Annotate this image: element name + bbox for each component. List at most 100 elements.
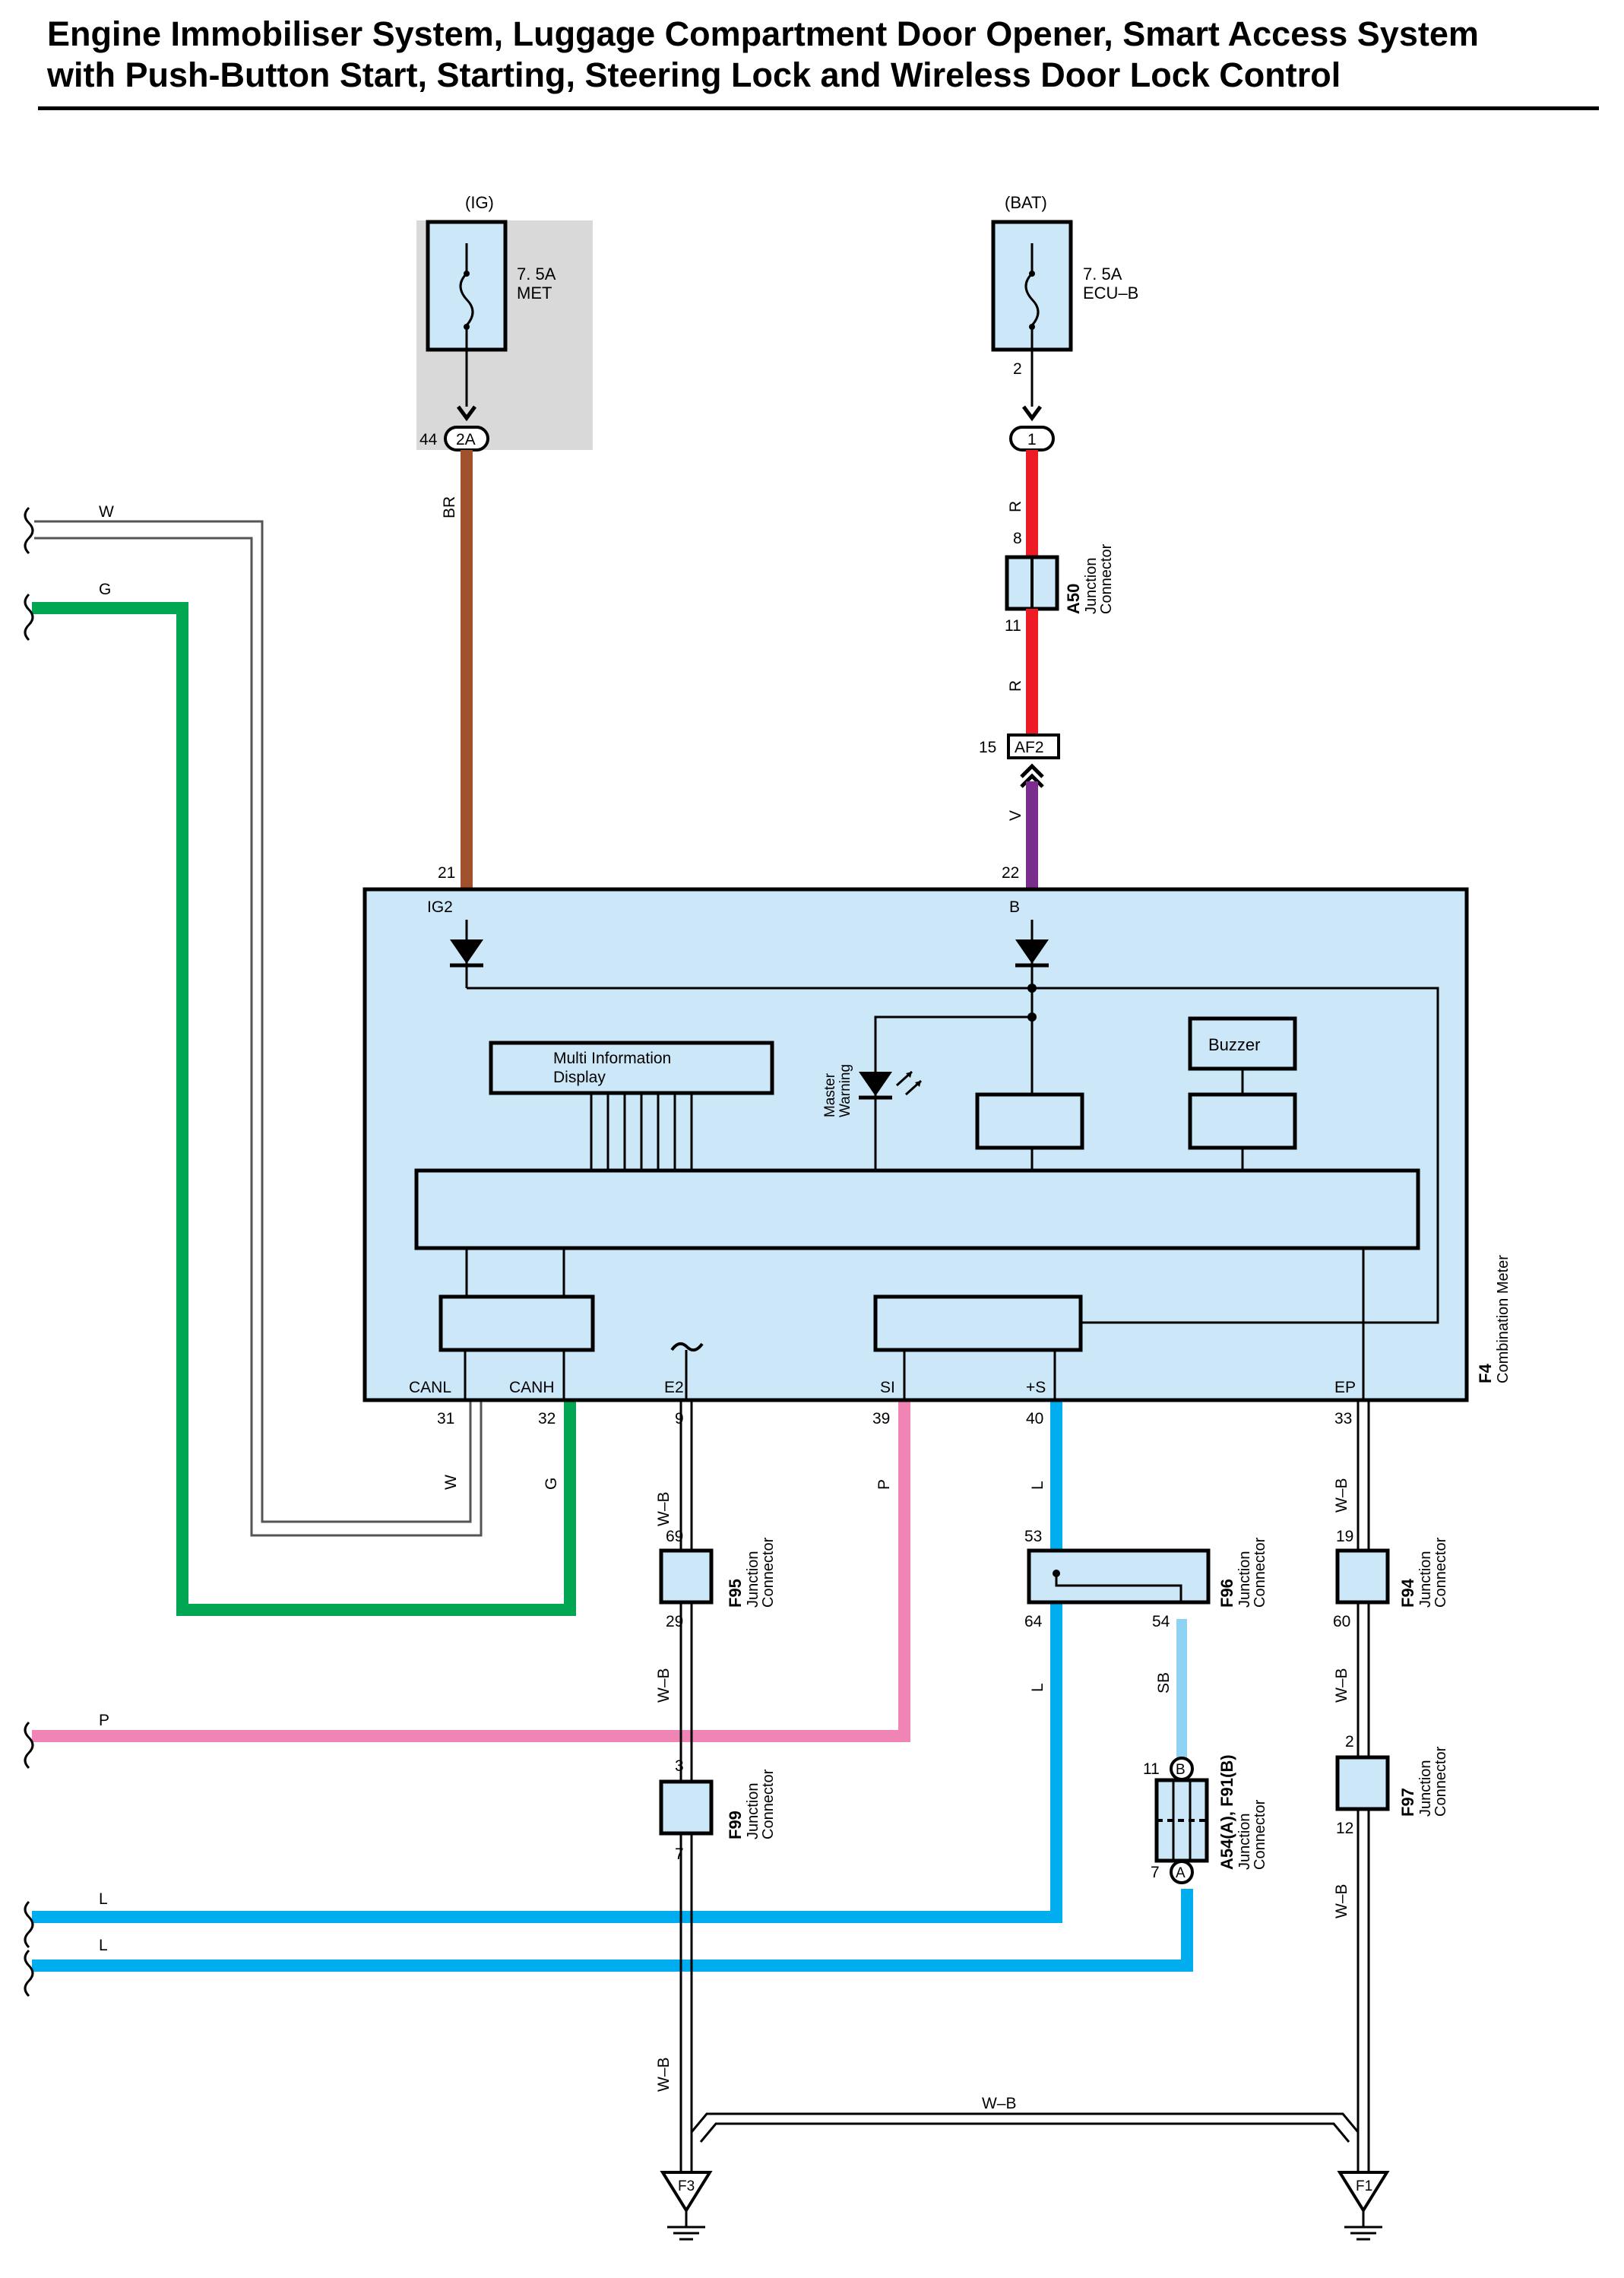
svg-text:3: 3 xyxy=(675,1757,684,1775)
svg-text:11: 11 xyxy=(1005,617,1021,635)
svg-text:Junction: Junction xyxy=(1417,1551,1434,1608)
svg-text:F96: F96 xyxy=(1217,1579,1236,1608)
fuse-met-name: MET xyxy=(517,284,552,303)
svg-text:54: 54 xyxy=(1152,1613,1170,1630)
wire-break-marks xyxy=(24,506,34,1998)
svg-text:9: 9 xyxy=(675,1410,684,1427)
connector-f97: 2 12 F97 Junction Connector xyxy=(1335,1733,1449,1837)
svg-text:32: 32 xyxy=(538,1410,556,1427)
svg-text:L: L xyxy=(99,1937,108,1954)
svg-text:SI: SI xyxy=(880,1379,895,1396)
svg-text:Display: Display xyxy=(553,1069,606,1086)
svg-text:AF2: AF2 xyxy=(1015,739,1044,756)
connector-a50: A50 Junction Connector xyxy=(1005,543,1115,615)
svg-text:19: 19 xyxy=(1336,1528,1353,1545)
svg-text:IG2: IG2 xyxy=(427,898,453,916)
svg-text:L: L xyxy=(1029,1481,1046,1490)
svg-text:Junction: Junction xyxy=(745,1551,761,1608)
fuse-ecub-source: (BAT) xyxy=(1005,193,1047,212)
svg-text:A: A xyxy=(1176,1865,1186,1881)
wire-wb xyxy=(679,1400,1370,2172)
svg-text:L: L xyxy=(99,1890,108,1908)
svg-text:L: L xyxy=(1029,1683,1046,1692)
svg-text:44: 44 xyxy=(419,431,438,448)
connector-f99: 3 7 F99 Junction Connector xyxy=(659,1757,777,1863)
svg-text:A54(A), F91(B): A54(A), F91(B) xyxy=(1217,1754,1236,1870)
svg-text:7: 7 xyxy=(1151,1864,1160,1881)
svg-text:53: 53 xyxy=(1024,1528,1042,1545)
connector-f94: 19 60 F94 Junction Connector xyxy=(1333,1528,1449,1630)
svg-text:Connector: Connector xyxy=(1252,1537,1268,1608)
svg-text:+S: +S xyxy=(1026,1379,1046,1396)
svg-text:R: R xyxy=(1007,501,1024,512)
svg-text:G: G xyxy=(99,581,111,598)
ac-tilde-icon xyxy=(670,1342,704,1352)
svg-text:12: 12 xyxy=(1336,1820,1353,1837)
connector-1: 1 xyxy=(1009,426,1055,451)
title-line-1: Engine Immobiliser System, Luggage Compa… xyxy=(47,14,1479,53)
fuse-met-rating: 7. 5A xyxy=(517,265,556,284)
svg-text:2: 2 xyxy=(1345,1733,1354,1750)
svg-text:A50: A50 xyxy=(1064,584,1083,614)
svg-text:W–B: W–B xyxy=(1333,1884,1350,1918)
svg-text:40: 40 xyxy=(1026,1410,1043,1427)
svg-text:W–B: W–B xyxy=(1333,1478,1350,1513)
svg-text:7: 7 xyxy=(675,1846,684,1863)
wire-br-label: BR xyxy=(441,496,458,518)
svg-text:W: W xyxy=(442,1475,460,1490)
connector-f96: 53 64 54 F96 Junction Connector xyxy=(1024,1528,1268,1630)
svg-text:29: 29 xyxy=(666,1613,683,1630)
svg-text:R: R xyxy=(1007,680,1024,692)
svg-text:V: V xyxy=(1007,810,1024,821)
svg-text:W–B: W–B xyxy=(655,1491,673,1526)
svg-text:Warning: Warning xyxy=(837,1064,853,1117)
fuse-ecub: (BAT) 7. 5A ECU–B 2 xyxy=(991,193,1138,422)
svg-text:W–B: W–B xyxy=(982,2095,1017,2112)
svg-text:Junction: Junction xyxy=(1083,558,1100,615)
connector-2a: 2A 44 xyxy=(419,426,489,451)
fuse-met: (IG) 7. 5A MET xyxy=(426,193,556,422)
svg-text:64: 64 xyxy=(1024,1613,1043,1630)
svg-text:F97: F97 xyxy=(1398,1788,1417,1817)
svg-text:E2: E2 xyxy=(664,1379,684,1396)
svg-text:W–B: W–B xyxy=(1333,1668,1350,1703)
title-line-2: with Push-Button Start, Starting, Steeri… xyxy=(47,55,1341,94)
wire-w xyxy=(34,520,483,1537)
wire-p xyxy=(32,1400,910,1742)
svg-text:15: 15 xyxy=(979,739,996,756)
connector-a54-f91: 11 B A 7 A54(A), F91(B) Junction Connect… xyxy=(1143,1754,1268,1884)
svg-text:Junction: Junction xyxy=(1236,1814,1253,1871)
svg-text:F94: F94 xyxy=(1398,1578,1417,1608)
svg-text:21: 21 xyxy=(438,864,455,882)
ground-f1: F1 xyxy=(1337,2171,1390,2241)
svg-text:F95: F95 xyxy=(726,1579,745,1608)
multi-information-display xyxy=(489,1041,774,1095)
svg-text:11: 11 xyxy=(1143,1760,1160,1778)
wire-l-2 xyxy=(32,1889,1193,1972)
svg-text:Connector: Connector xyxy=(1432,1746,1449,1817)
fuse-met-source: (IG) xyxy=(465,193,494,212)
svg-text:W: W xyxy=(99,503,114,521)
svg-text:B: B xyxy=(1009,898,1020,916)
svg-text:P: P xyxy=(99,1712,109,1729)
svg-text:33: 33 xyxy=(1334,1410,1352,1427)
svg-text:B: B xyxy=(1176,1762,1186,1778)
svg-text:Buzzer: Buzzer xyxy=(1208,1035,1260,1054)
diagram-title: Engine Immobiliser System, Luggage Compa… xyxy=(47,14,1597,96)
svg-text:39: 39 xyxy=(872,1410,890,1427)
svg-text:W–B: W–B xyxy=(655,2057,673,2092)
svg-text:CANH: CANH xyxy=(509,1379,555,1396)
svg-text:SB: SB xyxy=(1155,1672,1173,1693)
connector-af2: AF2 15 xyxy=(979,733,1060,759)
svg-text:Junction: Junction xyxy=(745,1783,761,1840)
ground-f3: F3 xyxy=(660,2171,713,2241)
svg-text:F1: F1 xyxy=(1356,2178,1372,2194)
combination-meter-f4: IG2 B Multi Information Display Master W… xyxy=(362,887,1512,1402)
svg-text:F4: F4 xyxy=(1476,1364,1495,1383)
svg-text:Connector: Connector xyxy=(760,1537,777,1608)
svg-text:CANL: CANL xyxy=(409,1379,451,1396)
connector-f95: 69 29 F95 Junction Connector xyxy=(659,1528,777,1630)
svg-text:1: 1 xyxy=(1027,431,1037,448)
title-rule xyxy=(38,106,1599,110)
